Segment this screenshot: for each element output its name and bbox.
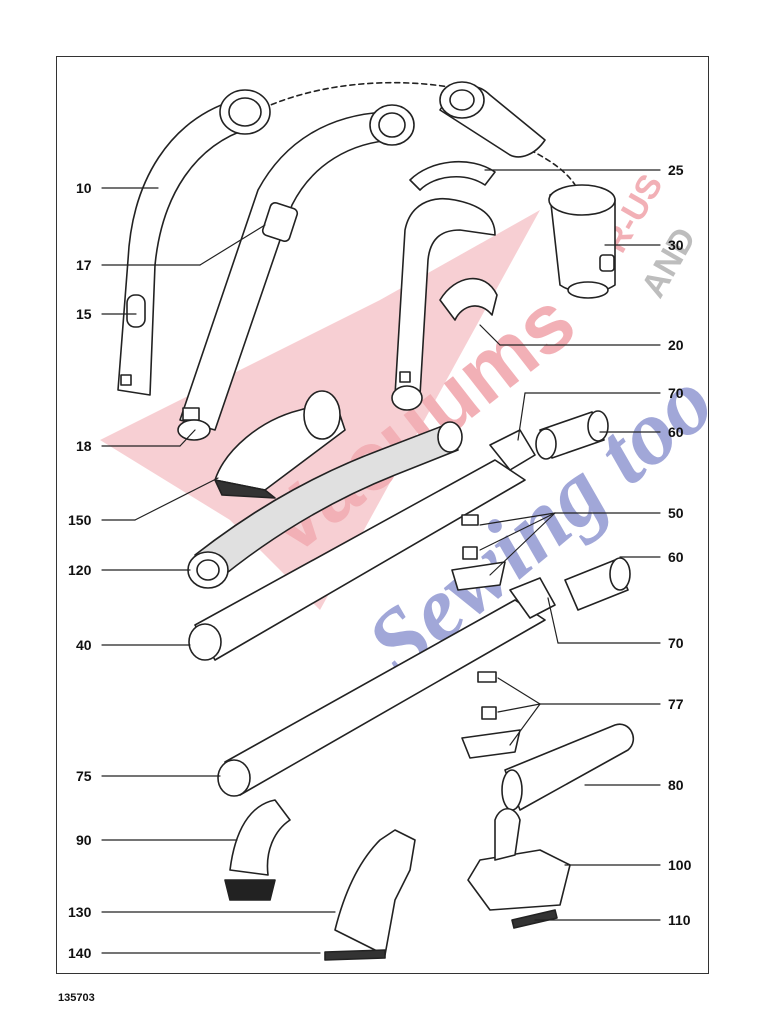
part-40-upper-tube [188,429,536,661]
callout-20: 20 [668,337,684,353]
part-60-sleeve-lower [564,557,631,611]
part-140-strip [324,949,386,961]
leader-lines [101,169,661,954]
part-90-dusting-brush [224,799,291,901]
part-77-latch [461,671,521,759]
callout-10: 10 [76,180,92,196]
callout-70-top: 70 [668,385,684,401]
part-17-handle [177,104,415,441]
callout-80: 80 [668,777,684,793]
callout-70-lower: 70 [668,635,684,651]
part-80-crevice-tool [501,723,634,811]
callout-50: 50 [668,505,684,521]
watermark-side2: AND [634,221,704,304]
part-30-swivel-coupling [548,184,616,299]
callout-130: 130 [68,904,92,920]
part-130-upholstery-tool [334,829,416,956]
callout-18: 18 [76,438,92,454]
part-110-strip [511,909,558,929]
callout-75: 75 [76,768,92,784]
part-150-upholstery-brush [214,390,346,499]
part-10-handle-bend [117,89,271,396]
part-60-sleeve-top [535,410,609,460]
part-hose-coupling-top [439,81,546,158]
callout-150: 150 [68,512,92,528]
part-100-turbo-nozzle [467,807,571,911]
callout-140: 140 [68,945,92,961]
callout-25: 25 [668,162,684,178]
part-20-grip-handle [391,198,498,411]
callout-17: 17 [76,257,92,273]
callout-15: 15 [76,306,92,322]
callout-100: 100 [668,857,692,873]
callout-40: 40 [76,637,92,653]
callout-120: 120 [68,562,92,578]
callout-30: 30 [668,237,684,253]
part-25-clip [409,160,496,191]
callout-60-lower: 60 [668,549,684,565]
part-50-latch [451,514,506,591]
part-75-lower-tube [217,577,556,797]
callout-90: 90 [76,832,92,848]
callout-77: 77 [668,696,684,712]
callout-60-top: 60 [668,424,684,440]
diagram-frame [56,56,709,974]
document-number: 135703 [58,992,95,1004]
callout-110: 110 [668,912,691,928]
part-120-hose [187,421,463,589]
